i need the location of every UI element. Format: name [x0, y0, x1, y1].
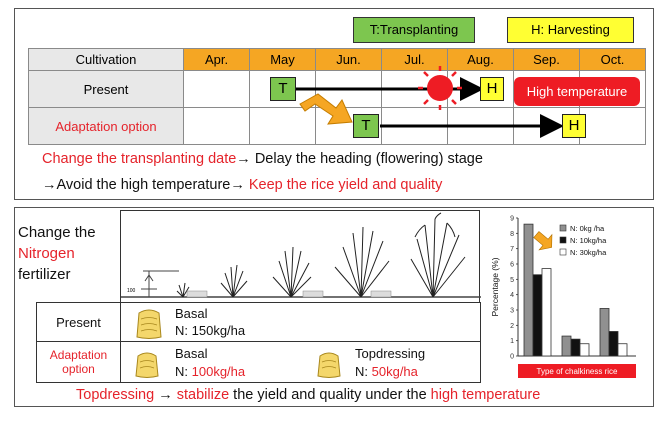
sun-icon	[418, 66, 462, 110]
row-present-label: Present	[28, 70, 184, 108]
fert-present-label: Present	[36, 302, 121, 342]
y-tick-label: 4	[510, 292, 514, 299]
legend-swatch	[559, 224, 567, 232]
rice-growth-drawing: 100	[120, 210, 481, 303]
legend-swatch	[559, 236, 567, 244]
bar	[608, 331, 619, 357]
legend-label: N: 10kg/ha	[570, 236, 607, 245]
bar	[523, 223, 534, 357]
fertilizer-bag-icon	[135, 352, 159, 378]
month-apr: Apr.	[183, 48, 250, 71]
shift-arrow-icon	[299, 93, 353, 125]
svg-text:100: 100	[127, 288, 136, 294]
legend-transplanting: T:Transplanting	[353, 17, 475, 43]
y-tick-label: 8	[510, 231, 514, 238]
fertilizer-bag-icon	[317, 352, 341, 378]
y-tick-label: 0	[510, 354, 514, 361]
month-may: May	[249, 48, 316, 71]
bottom-text: Topdressing → stabilize the yield and qu…	[76, 387, 541, 403]
bar	[561, 335, 572, 357]
x-axis-label-bg	[518, 364, 636, 378]
top-text-line2: →Avoid the high temperature→ Keep the ri…	[42, 177, 443, 193]
fert-adapt-label: Adaptation option	[36, 341, 121, 383]
adapt-h-mark: H	[562, 114, 586, 138]
row-adapt-label: Adaptation option	[28, 107, 184, 145]
legend-harvesting: H: Harvesting	[507, 17, 634, 43]
month-jul: Jul.	[381, 48, 448, 71]
y-tick-label: 2	[510, 323, 514, 330]
high-temperature-badge: High temperature	[514, 77, 640, 106]
y-axis-label: Percentage (%)	[490, 257, 500, 316]
legend-label: N: 0kg /ha	[570, 224, 605, 233]
bar	[579, 343, 590, 357]
fertilizer-table: Present Basal N: 150kg/ha Adaptation opt…	[36, 302, 481, 383]
y-tick-label: 6	[510, 262, 514, 269]
bar	[570, 338, 581, 357]
present-h-mark: H	[480, 77, 504, 101]
nitrogen-heading: Change the Nitrogen fertilizer	[18, 224, 96, 283]
fertilizer-bag-icon	[136, 309, 162, 339]
decrease-arrow-icon	[533, 231, 553, 251]
fert-present-cell: Basal N: 150kg/ha	[120, 302, 481, 342]
bar	[617, 343, 628, 357]
bar	[532, 274, 543, 357]
y-tick-label: 1	[510, 338, 514, 345]
y-tick-label: 9	[510, 216, 514, 223]
fert-adapt-cell: Basal N: 100kg/ha Topdressing N: 50kg/ha	[120, 341, 481, 383]
adapt-t-mark: T	[353, 114, 379, 138]
x-axis-label: Type of chalkiness rice	[537, 367, 618, 376]
rice-plants-icon: 100	[121, 212, 481, 298]
y-tick-label: 5	[510, 277, 514, 284]
bar	[541, 268, 552, 357]
cultivation-header: Cultivation	[28, 48, 184, 71]
legend-swatch	[559, 248, 567, 256]
legend-label: N: 30kg/ha	[570, 248, 607, 257]
y-tick-label: 7	[510, 246, 514, 253]
top-text-line1: Change the transplanting date→ Delay the…	[42, 151, 483, 167]
y-tick-label: 3	[510, 308, 514, 315]
bar	[599, 308, 610, 357]
present-t-mark: T	[270, 77, 296, 101]
month-sep: Sep.	[513, 48, 580, 71]
